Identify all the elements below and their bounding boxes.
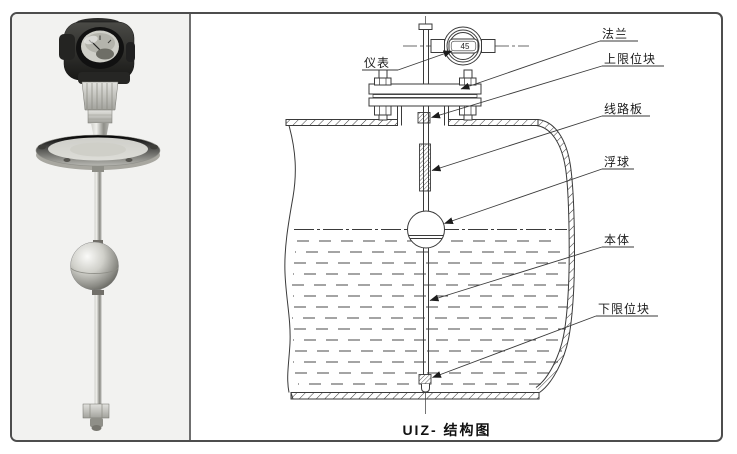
upper-limit-block <box>417 112 431 124</box>
leader-float-ball <box>444 168 603 225</box>
label-upper-limit-block: 上限位块 <box>604 51 656 66</box>
leader-main-body <box>429 246 603 302</box>
photo-dial <box>76 27 124 69</box>
product-photo-panel <box>12 14 189 440</box>
photo-bolt-hole <box>38 144 46 150</box>
lower-limit-block <box>418 374 432 393</box>
figure-frame: 45 仪表 法兰 上限位块 线路板 浮球 本体 下限位块 UIZ- 结构图 <box>10 12 723 442</box>
tank-bottom-wall <box>290 392 540 400</box>
panel-divider <box>189 14 191 440</box>
liquid-dashes <box>292 240 568 385</box>
tank-right-wall <box>535 119 576 393</box>
photo-bottom-fitting <box>82 403 110 431</box>
flange-bolt-left <box>374 69 392 121</box>
photo-conduit-ear <box>59 34 75 60</box>
photo-neck <box>81 81 119 152</box>
float-ball <box>407 210 445 249</box>
photo-float-ball <box>70 240 119 295</box>
flange-assembly <box>368 69 482 121</box>
label-main-body: 本体 <box>604 233 630 247</box>
tank-top-wall <box>285 119 539 126</box>
leader-flange <box>460 40 601 90</box>
structure-diagram: 45 仪表 法兰 上限位块 线路板 浮球 本体 下限位块 UIZ- 结构图 <box>284 16 664 438</box>
leader-circuit-board <box>431 115 603 172</box>
photo-bolt-hole <box>150 144 158 150</box>
tank-break-line <box>284 125 296 393</box>
label-flange: 法兰 <box>602 27 628 41</box>
instrument-head <box>403 26 529 66</box>
structure-diagram-panel: 45 仪表 法兰 上限位块 线路板 浮球 本体 下限位块 UIZ- 结构图 <box>191 14 721 440</box>
mounting-neck <box>397 106 449 126</box>
label-float-ball: 浮球 <box>604 155 630 169</box>
leader-instrument <box>397 50 453 71</box>
dial-window <box>448 38 479 54</box>
instrument-stem <box>418 16 433 84</box>
photo-instrument-head <box>59 18 135 84</box>
circuit-board <box>419 143 431 192</box>
leader-lines <box>397 40 603 378</box>
label-instrument: 仪表 <box>364 56 390 70</box>
leader-upper-limit-block <box>431 65 603 119</box>
leader-lower-limit-block <box>432 315 597 378</box>
label-circuit-board: 线路板 <box>604 101 643 116</box>
product-photo <box>12 14 189 440</box>
dial-reading: 45 <box>461 42 470 51</box>
label-lower-limit-block: 下限位块 <box>598 301 650 316</box>
label-underlines <box>362 40 664 317</box>
diagram-caption: UIZ- 结构图 <box>402 422 491 438</box>
photo-flange <box>35 134 161 170</box>
